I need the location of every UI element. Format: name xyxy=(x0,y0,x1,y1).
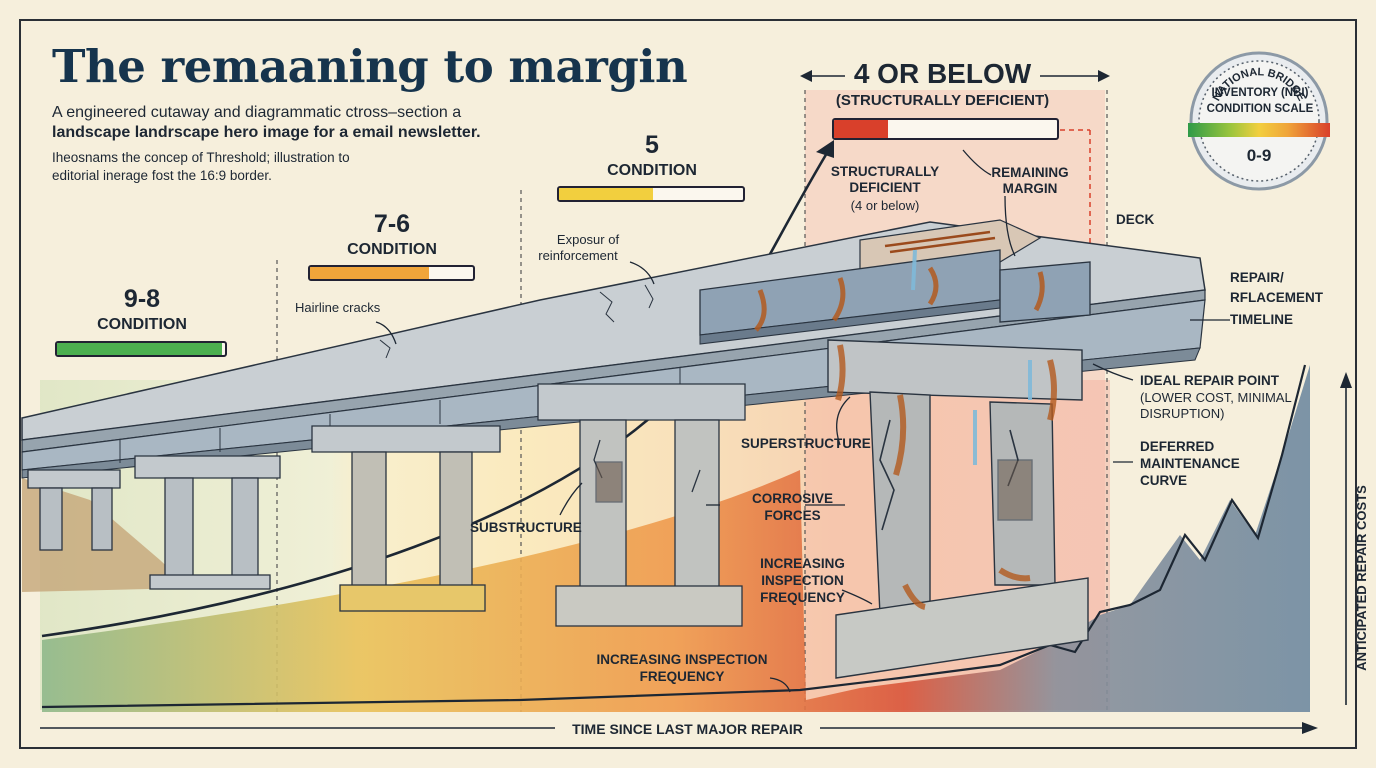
condition-4-label: (STRUCTURALLY DEFICIENT) xyxy=(835,92,1050,109)
label-inspection-bottom-2: FREQUENCY xyxy=(639,669,725,684)
seal-line-1: INVENTORY (NBI) xyxy=(1211,87,1309,99)
condition-98-label: CONDITION xyxy=(97,316,187,333)
condition-4-bar xyxy=(832,118,1059,140)
label-sd-3: (4 or below) xyxy=(850,198,920,213)
label-corrosive-2: FORCES xyxy=(764,508,821,523)
condition-5-number: 5 xyxy=(645,131,659,159)
condition-5-label: CONDITION xyxy=(607,162,697,179)
condition-4-number: 4 OR BELOW xyxy=(853,58,1032,89)
condition-76-bar xyxy=(308,265,475,281)
label-remaining-2: MARGIN xyxy=(1002,181,1058,196)
x-axis-label: TIME SINCE LAST MAJOR REPAIR xyxy=(572,721,803,737)
label-corrosive-1: CORROSIVE xyxy=(751,491,833,506)
label-hairline-cracks: Hairline cracks xyxy=(295,300,381,315)
y-axis-label: ANTICIPATED REPAIR COSTS xyxy=(1354,485,1369,671)
condition-76-number: 7-6 xyxy=(373,210,411,238)
label-deck: DECK xyxy=(1116,212,1155,227)
label-inspection-bottom-1: INCREASING INSPECTION xyxy=(596,652,768,667)
label-exposure-1: Exposur of xyxy=(556,232,620,247)
note-line-1: Iheosnams the concep of Threshold; illus… xyxy=(52,150,350,165)
label-inspection-3: FREQUENCY xyxy=(760,590,845,605)
condition-98-number: 9-8 xyxy=(123,285,161,313)
label-ideal-1: IDEAL REPAIR POINT xyxy=(1140,373,1280,388)
label-repair-1: REPAIR/ xyxy=(1230,270,1284,285)
seal-range: 0-9 xyxy=(1246,146,1272,165)
condition-98-bar xyxy=(55,341,227,357)
label-ideal-3: DISRUPTION) xyxy=(1140,406,1225,421)
seal-line-2: CONDITION SCALE xyxy=(1206,103,1314,115)
label-sd-1: STRUCTURALLY xyxy=(830,164,940,179)
label-deferred-2: MAINTENANCE xyxy=(1140,456,1240,471)
condition-76-label: CONDITION xyxy=(347,241,437,258)
label-inspection-1: INCREASING xyxy=(760,556,845,571)
label-substructure: SUBSTRUCTURE xyxy=(470,520,582,535)
condition-5-bar xyxy=(557,186,745,202)
subtitle-line-2: landscape landrscape hero image for a em… xyxy=(52,124,481,141)
label-sd-2: DEFICIENT xyxy=(849,180,921,195)
subtitle-line-1: A engineered cutaway and diagrammatic ct… xyxy=(52,104,462,121)
label-superstructure: SUPERSTRUCTURE xyxy=(741,436,871,451)
label-repair-3: TIMELINE xyxy=(1230,312,1293,327)
label-inspection-2: INSPECTION xyxy=(761,573,844,588)
nbi-seal: NATIONAL BRIDGE xyxy=(1188,51,1330,191)
label-deferred-3: CURVE xyxy=(1140,473,1188,488)
label-deferred-1: DEFERRED xyxy=(1140,439,1215,454)
label-exposure-2: reinforcement xyxy=(538,248,618,263)
page-title: The remaaning to margin xyxy=(52,40,688,93)
label-repair-2: RFLACEMENT xyxy=(1230,290,1323,305)
label-remaining-1: REMAINING xyxy=(991,165,1069,180)
note-line-2: editorial inerage fost the 16:9 border. xyxy=(52,168,272,183)
label-ideal-2: (LOWER COST, MINIMAL xyxy=(1140,390,1292,405)
